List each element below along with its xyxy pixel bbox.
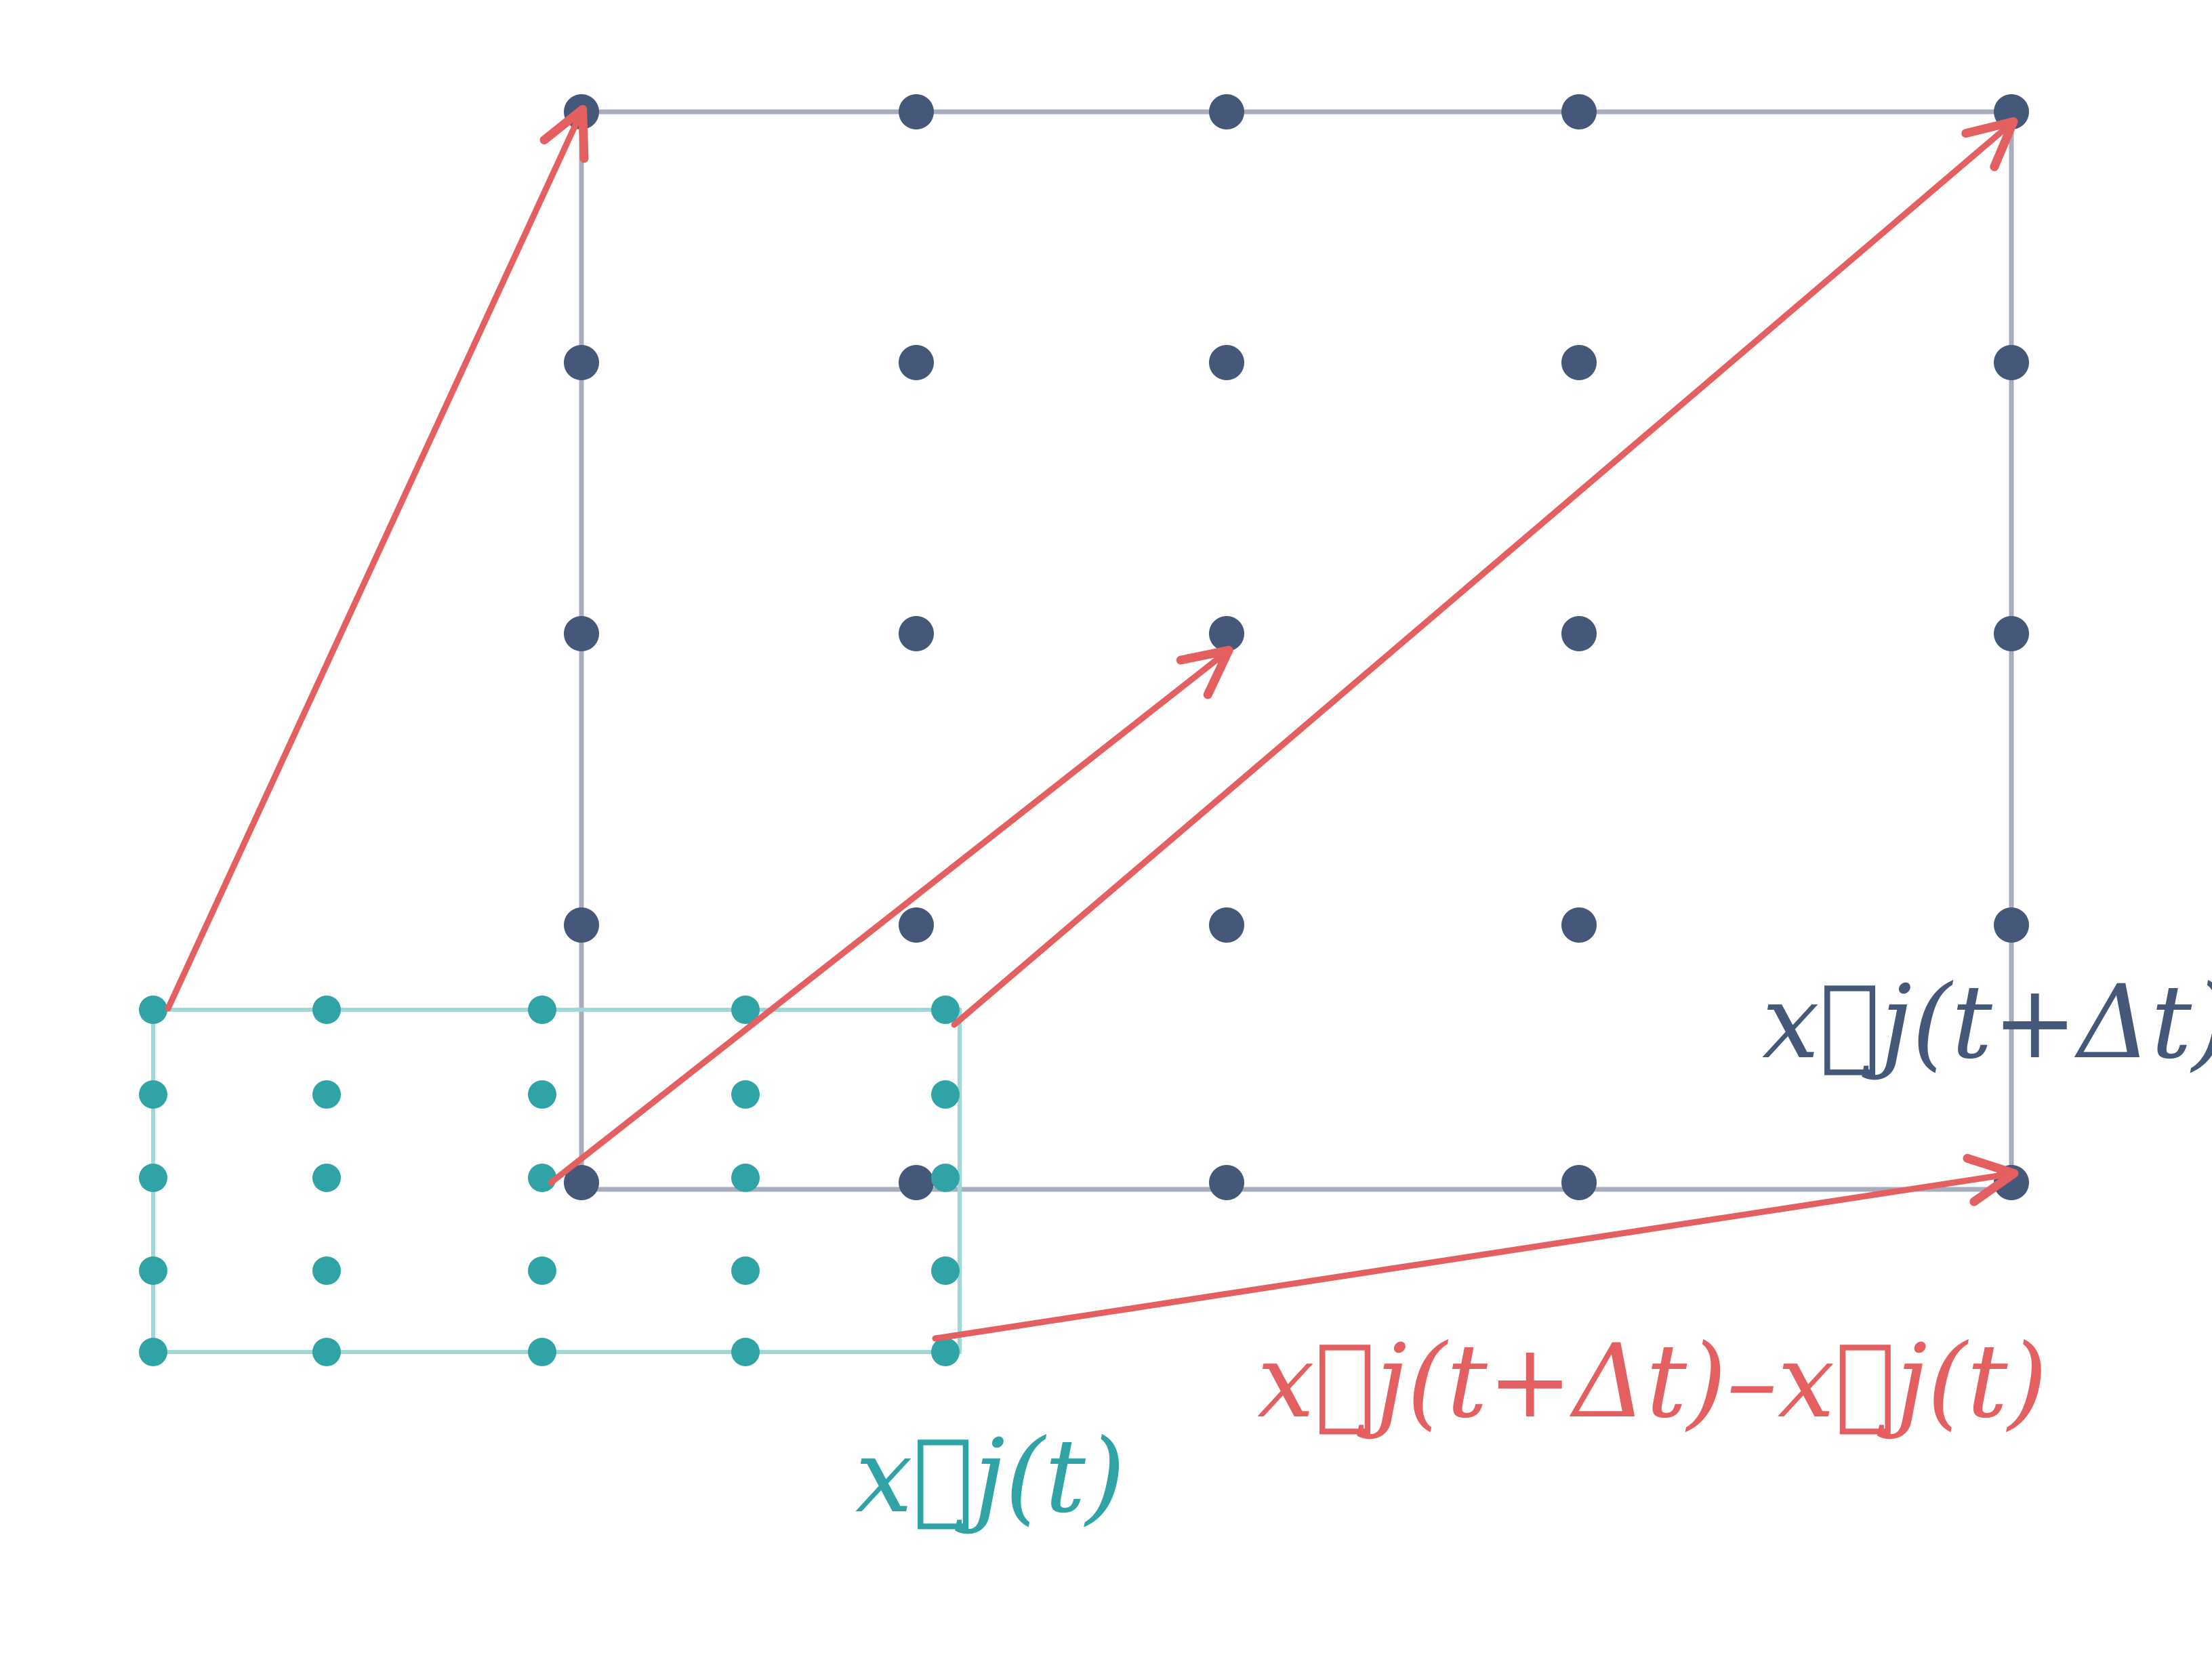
- final-grid-points: [564, 94, 2029, 1200]
- initial-point-r1-c1: [312, 1080, 341, 1109]
- label-final-position: x⃗j(t+Δt): [1762, 964, 2212, 1082]
- final-point-r3-c1: [899, 907, 934, 943]
- final-point-r1-c4: [1994, 345, 2029, 380]
- initial-grid-points: [139, 996, 960, 1366]
- final-point-r2-c4: [1994, 616, 2029, 651]
- final-point-r1-c0: [564, 345, 599, 380]
- displacement-arrows: [165, 104, 2019, 1342]
- initial-point-r4-c2: [528, 1338, 556, 1366]
- initial-point-r1-c3: [731, 1080, 760, 1109]
- final-point-r2-c3: [1561, 616, 1597, 651]
- initial-point-r3-c1: [312, 1256, 341, 1285]
- label-initial-position: x⃗j(t): [855, 1418, 1125, 1536]
- final-point-r3-c4: [1994, 907, 2029, 943]
- arrow-top-left: [165, 104, 589, 1012]
- final-point-r2-c0: [564, 616, 599, 651]
- arrow-middle: [548, 646, 1233, 1186]
- final-point-r0-c2: [1209, 94, 1244, 129]
- initial-point-r3-c3: [731, 1256, 760, 1285]
- initial-point-r3-c2: [528, 1256, 556, 1285]
- final-point-r2-c2: [1209, 616, 1244, 651]
- initial-point-r0-c0: [139, 996, 167, 1024]
- initial-point-r0-c2: [528, 996, 556, 1024]
- final-point-r2-c1: [899, 616, 934, 651]
- initial-point-r2-c0: [139, 1164, 167, 1192]
- final-point-r1-c1: [899, 345, 934, 380]
- final-point-r3-c0: [564, 907, 599, 943]
- initial-point-r2-c4: [931, 1164, 960, 1192]
- final-point-r4-c1: [899, 1165, 934, 1200]
- initial-point-r4-c3: [731, 1338, 760, 1366]
- arrow-top-right: [951, 117, 2018, 1028]
- initial-point-r1-c2: [528, 1080, 556, 1109]
- final-point-r4-c2: [1209, 1165, 1244, 1200]
- final-point-r1-c3: [1561, 345, 1597, 380]
- initial-point-r0-c3: [731, 996, 760, 1024]
- final-point-r4-c0: [564, 1165, 599, 1200]
- final-point-r3-c2: [1209, 907, 1244, 943]
- final-point-r0-c1: [899, 94, 934, 129]
- final-point-r4-c4: [1994, 1165, 2029, 1200]
- initial-point-r4-c0: [139, 1338, 167, 1366]
- label-displacement: x⃗j(t+Δt)–x⃗j(t): [1257, 1323, 2047, 1441]
- initial-point-r3-c4: [931, 1256, 960, 1285]
- arrow-bottom-right: [932, 1153, 2019, 1342]
- final-point-r0-c3: [1561, 94, 1597, 129]
- initial-point-r2-c3: [731, 1164, 760, 1192]
- initial-point-r1-c4: [931, 1080, 960, 1109]
- initial-point-r0-c1: [312, 996, 341, 1024]
- initial-point-r4-c4: [931, 1338, 960, 1366]
- initial-point-r2-c1: [312, 1164, 341, 1192]
- initial-point-r4-c1: [312, 1338, 341, 1366]
- final-point-r4-c3: [1561, 1165, 1597, 1200]
- initial-point-r1-c0: [139, 1080, 167, 1109]
- initial-point-r3-c0: [139, 1256, 167, 1285]
- initial-point-r0-c4: [931, 996, 960, 1024]
- final-point-r1-c2: [1209, 345, 1244, 380]
- final-point-r3-c3: [1561, 907, 1597, 943]
